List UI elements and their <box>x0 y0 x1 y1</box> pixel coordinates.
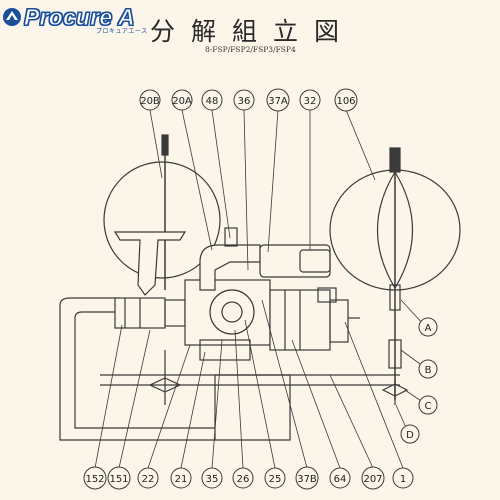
callout-label: 152 <box>85 474 104 485</box>
callout-21: 21 <box>170 467 192 489</box>
callout-label: 106 <box>336 96 355 107</box>
callout-106: 106 <box>334 88 358 112</box>
callout-25: 25 <box>264 467 286 489</box>
callout-64: 64 <box>329 467 351 489</box>
callout-37B: 37B <box>295 466 319 490</box>
callout-label: 26 <box>237 474 250 485</box>
page-title: 分解組立図 <box>150 17 356 46</box>
callout-label: B <box>425 365 432 376</box>
callout-37A: 37A <box>266 88 290 112</box>
callout-B: B <box>418 359 438 379</box>
callout-20A: 20A <box>171 89 193 111</box>
callout-label: 32 <box>304 96 317 107</box>
callout-22: 22 <box>137 467 159 489</box>
callout-207: 207 <box>361 466 385 490</box>
model-label: 8-FSP/FSP2/FSP3/FSP4 <box>205 45 296 54</box>
callout-20B: 20B <box>139 89 161 111</box>
callout-1: 1 <box>392 467 414 489</box>
callout-label: A <box>425 323 432 334</box>
procure-ace-logo[interactable]: Procure A <box>2 2 135 32</box>
left-float <box>103 161 221 279</box>
callout-label: 25 <box>269 474 282 485</box>
callout-A: A <box>418 317 438 337</box>
logo-icon <box>2 7 22 27</box>
callout-label: 36 <box>238 96 251 107</box>
callout-36: 36 <box>233 89 255 111</box>
callout-label: 35 <box>206 474 219 485</box>
callout-label: 1 <box>400 474 406 485</box>
logo-text: Procure A <box>24 3 136 30</box>
callout-label: 37A <box>268 96 288 107</box>
side-callouts: A B C D <box>400 317 438 444</box>
top-callouts: 20B 20A 48 36 37A 32 106 <box>139 88 358 112</box>
callout-C: C <box>418 395 438 415</box>
callout-label: 20B <box>140 96 160 107</box>
bottom-callouts: 152 151 22 21 35 26 25 37B <box>83 466 414 490</box>
callout-152: 152 <box>83 466 107 490</box>
callout-D: D <box>400 424 420 444</box>
logo-subtitle: プロキュアエース <box>96 28 148 35</box>
callout-32: 32 <box>299 89 321 111</box>
callout-label: D <box>406 430 414 441</box>
callout-26: 26 <box>232 467 254 489</box>
callout-label: 20A <box>172 96 192 107</box>
callout-label: 48 <box>206 96 219 107</box>
callout-label: 37B <box>297 474 317 485</box>
callout-label: 151 <box>109 474 128 485</box>
callout-label: 207 <box>363 474 382 485</box>
callout-label: C <box>425 401 432 412</box>
pump-drawing <box>59 134 461 441</box>
leader-lines <box>94 109 425 469</box>
callout-151: 151 <box>107 466 131 490</box>
callout-35: 35 <box>201 467 223 489</box>
callout-label: 21 <box>175 474 188 485</box>
callout-label: 64 <box>334 474 347 485</box>
callout-48: 48 <box>201 89 223 111</box>
callout-label: 22 <box>142 474 155 485</box>
